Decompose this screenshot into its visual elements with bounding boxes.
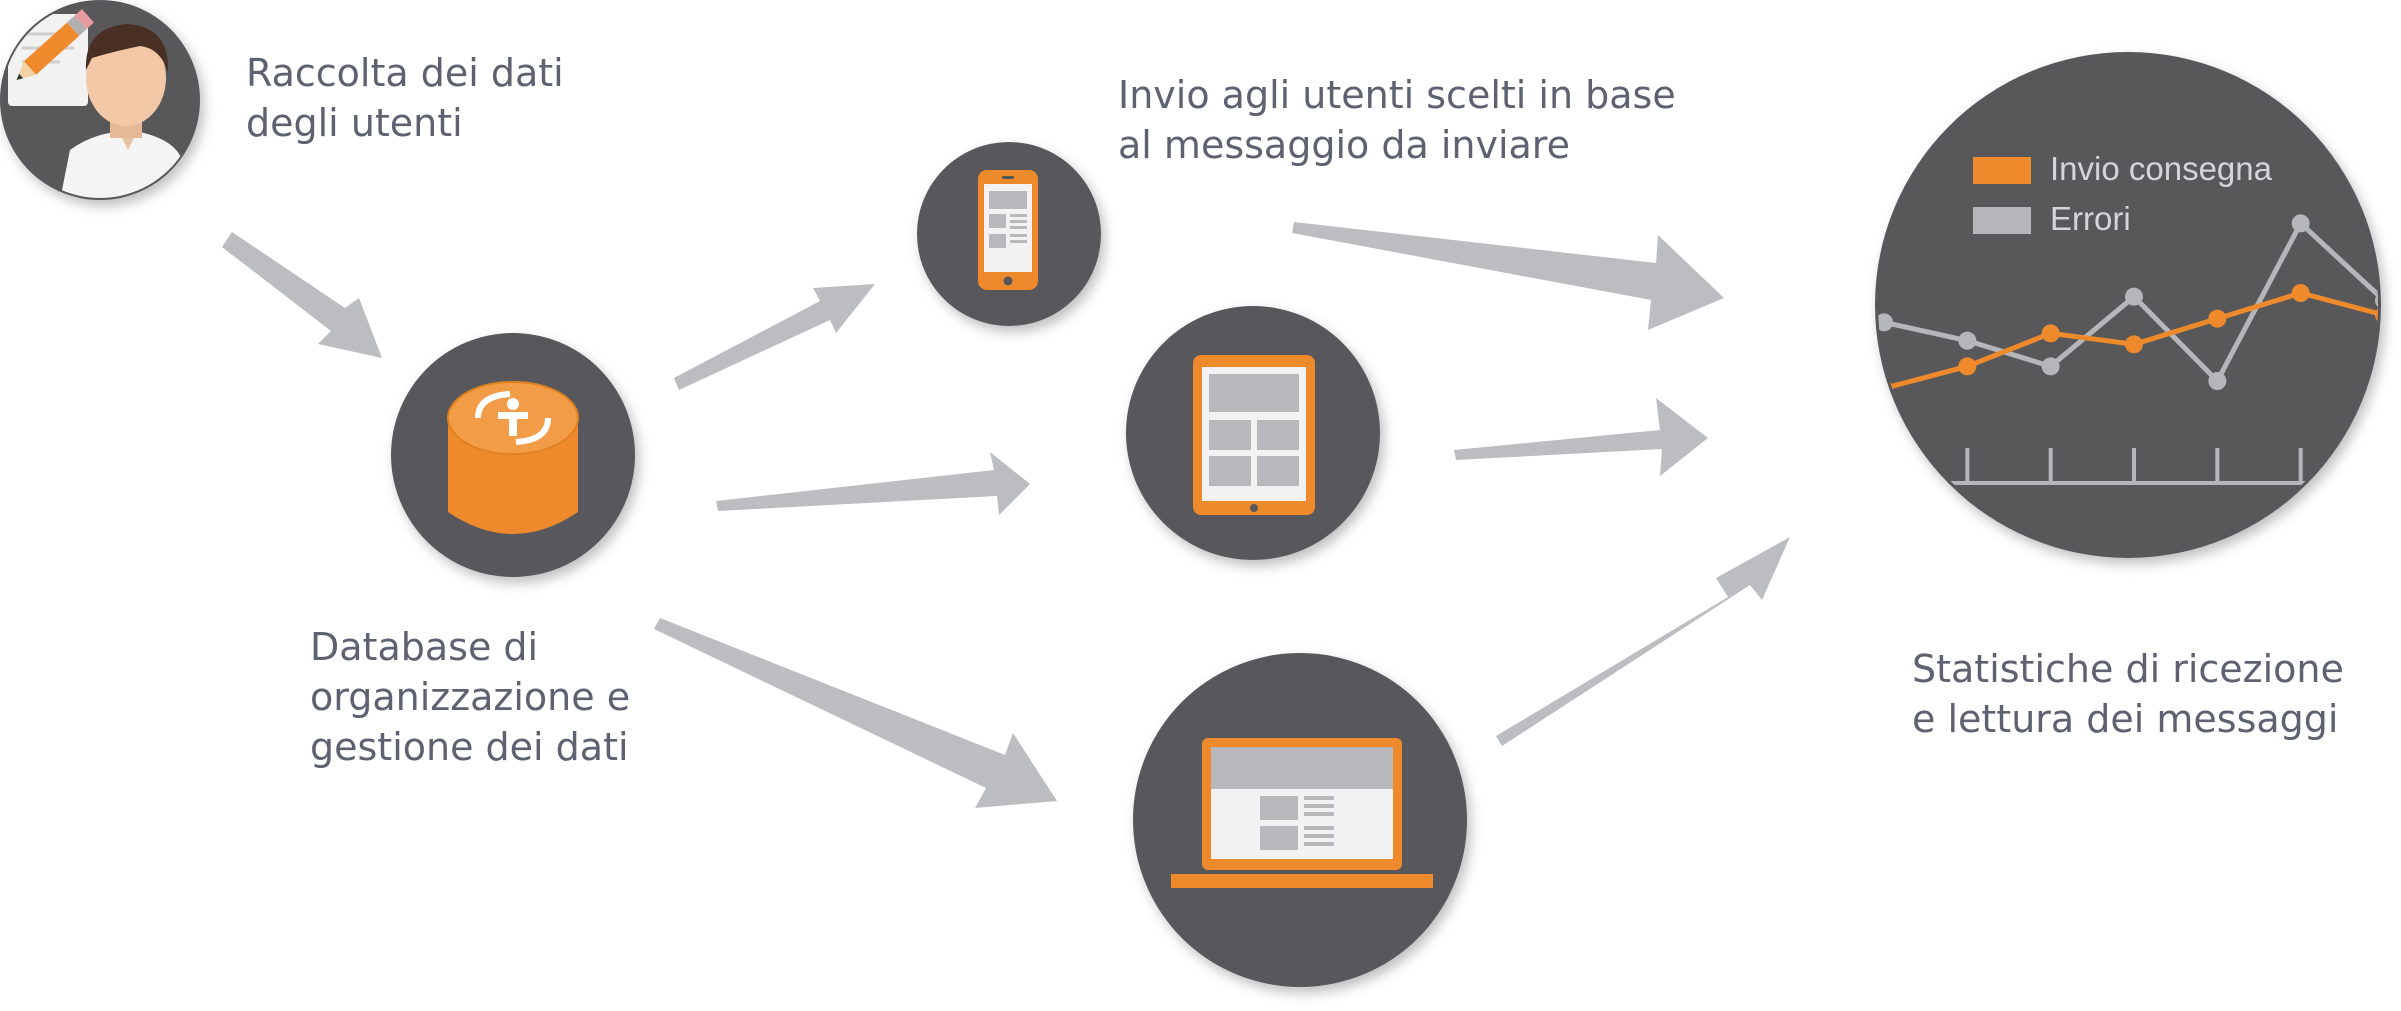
series-point-invio-consegna-1 (1958, 357, 1977, 376)
legend-label-errors: Errori (2050, 200, 2131, 237)
label-statistics-line-2: e lettura dei messaggi (1912, 697, 2339, 741)
label-database-line-3: gestione dei dati (310, 725, 629, 769)
series-point-invio-consegna-3 (2125, 335, 2143, 354)
tablet-icon (1126, 306, 1380, 560)
arrow-tablet-to-chart (1454, 398, 1708, 476)
series-point-invio-consegna-2 (2041, 324, 2060, 343)
database-icon (391, 333, 635, 577)
label-statistics: Statistiche di ricezione e lettura dei m… (1912, 644, 2344, 744)
series-point-errori-3 (2125, 287, 2143, 306)
arrow-user-to-database (222, 232, 382, 358)
arrow-phone-to-chart (1292, 222, 1724, 330)
legend-label-delivery: Invio consegna (2050, 150, 2273, 187)
series-point-errori-5 (2291, 214, 2310, 233)
arrow-database-to-tablet (716, 452, 1030, 515)
series-point-errori-0 (1878, 313, 1893, 332)
smartphone-icon (917, 142, 1101, 326)
laptop-icon (1133, 653, 1467, 987)
series-point-errori-4 (2208, 372, 2227, 390)
logo-icon (475, 391, 551, 445)
label-user-data-line-2: degli utenti (246, 101, 463, 145)
series-point-errori-1 (1958, 331, 1977, 350)
label-user-data: Raccolta dei dati degli utenti (246, 48, 564, 148)
chart-legend: Invio consegna Errori (1973, 150, 2273, 237)
label-user-data-line-1: Raccolta dei dati (246, 51, 564, 95)
line-chart-icon: Invio consegna Errori (1875, 52, 2381, 558)
flow-arrows (222, 222, 1790, 808)
label-sending: Invio agli utenti scelti in base al mess… (1118, 70, 1676, 170)
label-database-line-2: organizzazione e (310, 675, 631, 719)
label-statistics-line-1: Statistiche di ricezione (1912, 647, 2344, 691)
label-database: Database di organizzazione e gestione de… (310, 622, 630, 772)
arrow-database-to-phone (674, 284, 875, 390)
series-point-errori-2 (2041, 357, 2060, 376)
series-point-errori-6 (2375, 291, 2378, 310)
legend-swatch-errors (1973, 207, 2031, 234)
arrow-database-to-laptop (654, 618, 1057, 808)
label-database-line-1: Database di (310, 625, 539, 669)
label-sending-line-1: Invio agli utenti scelti in base (1118, 73, 1676, 117)
chart-series (1878, 214, 2378, 398)
series-point-invio-consegna-5 (2291, 284, 2310, 302)
series-point-invio-consegna-4 (2208, 309, 2227, 328)
arrow-laptop-to-chart (1496, 537, 1790, 746)
label-sending-line-2: al messaggio da inviare (1118, 123, 1570, 167)
legend-swatch-delivery (1973, 157, 2031, 184)
user-avatar-icon (0, 0, 200, 200)
